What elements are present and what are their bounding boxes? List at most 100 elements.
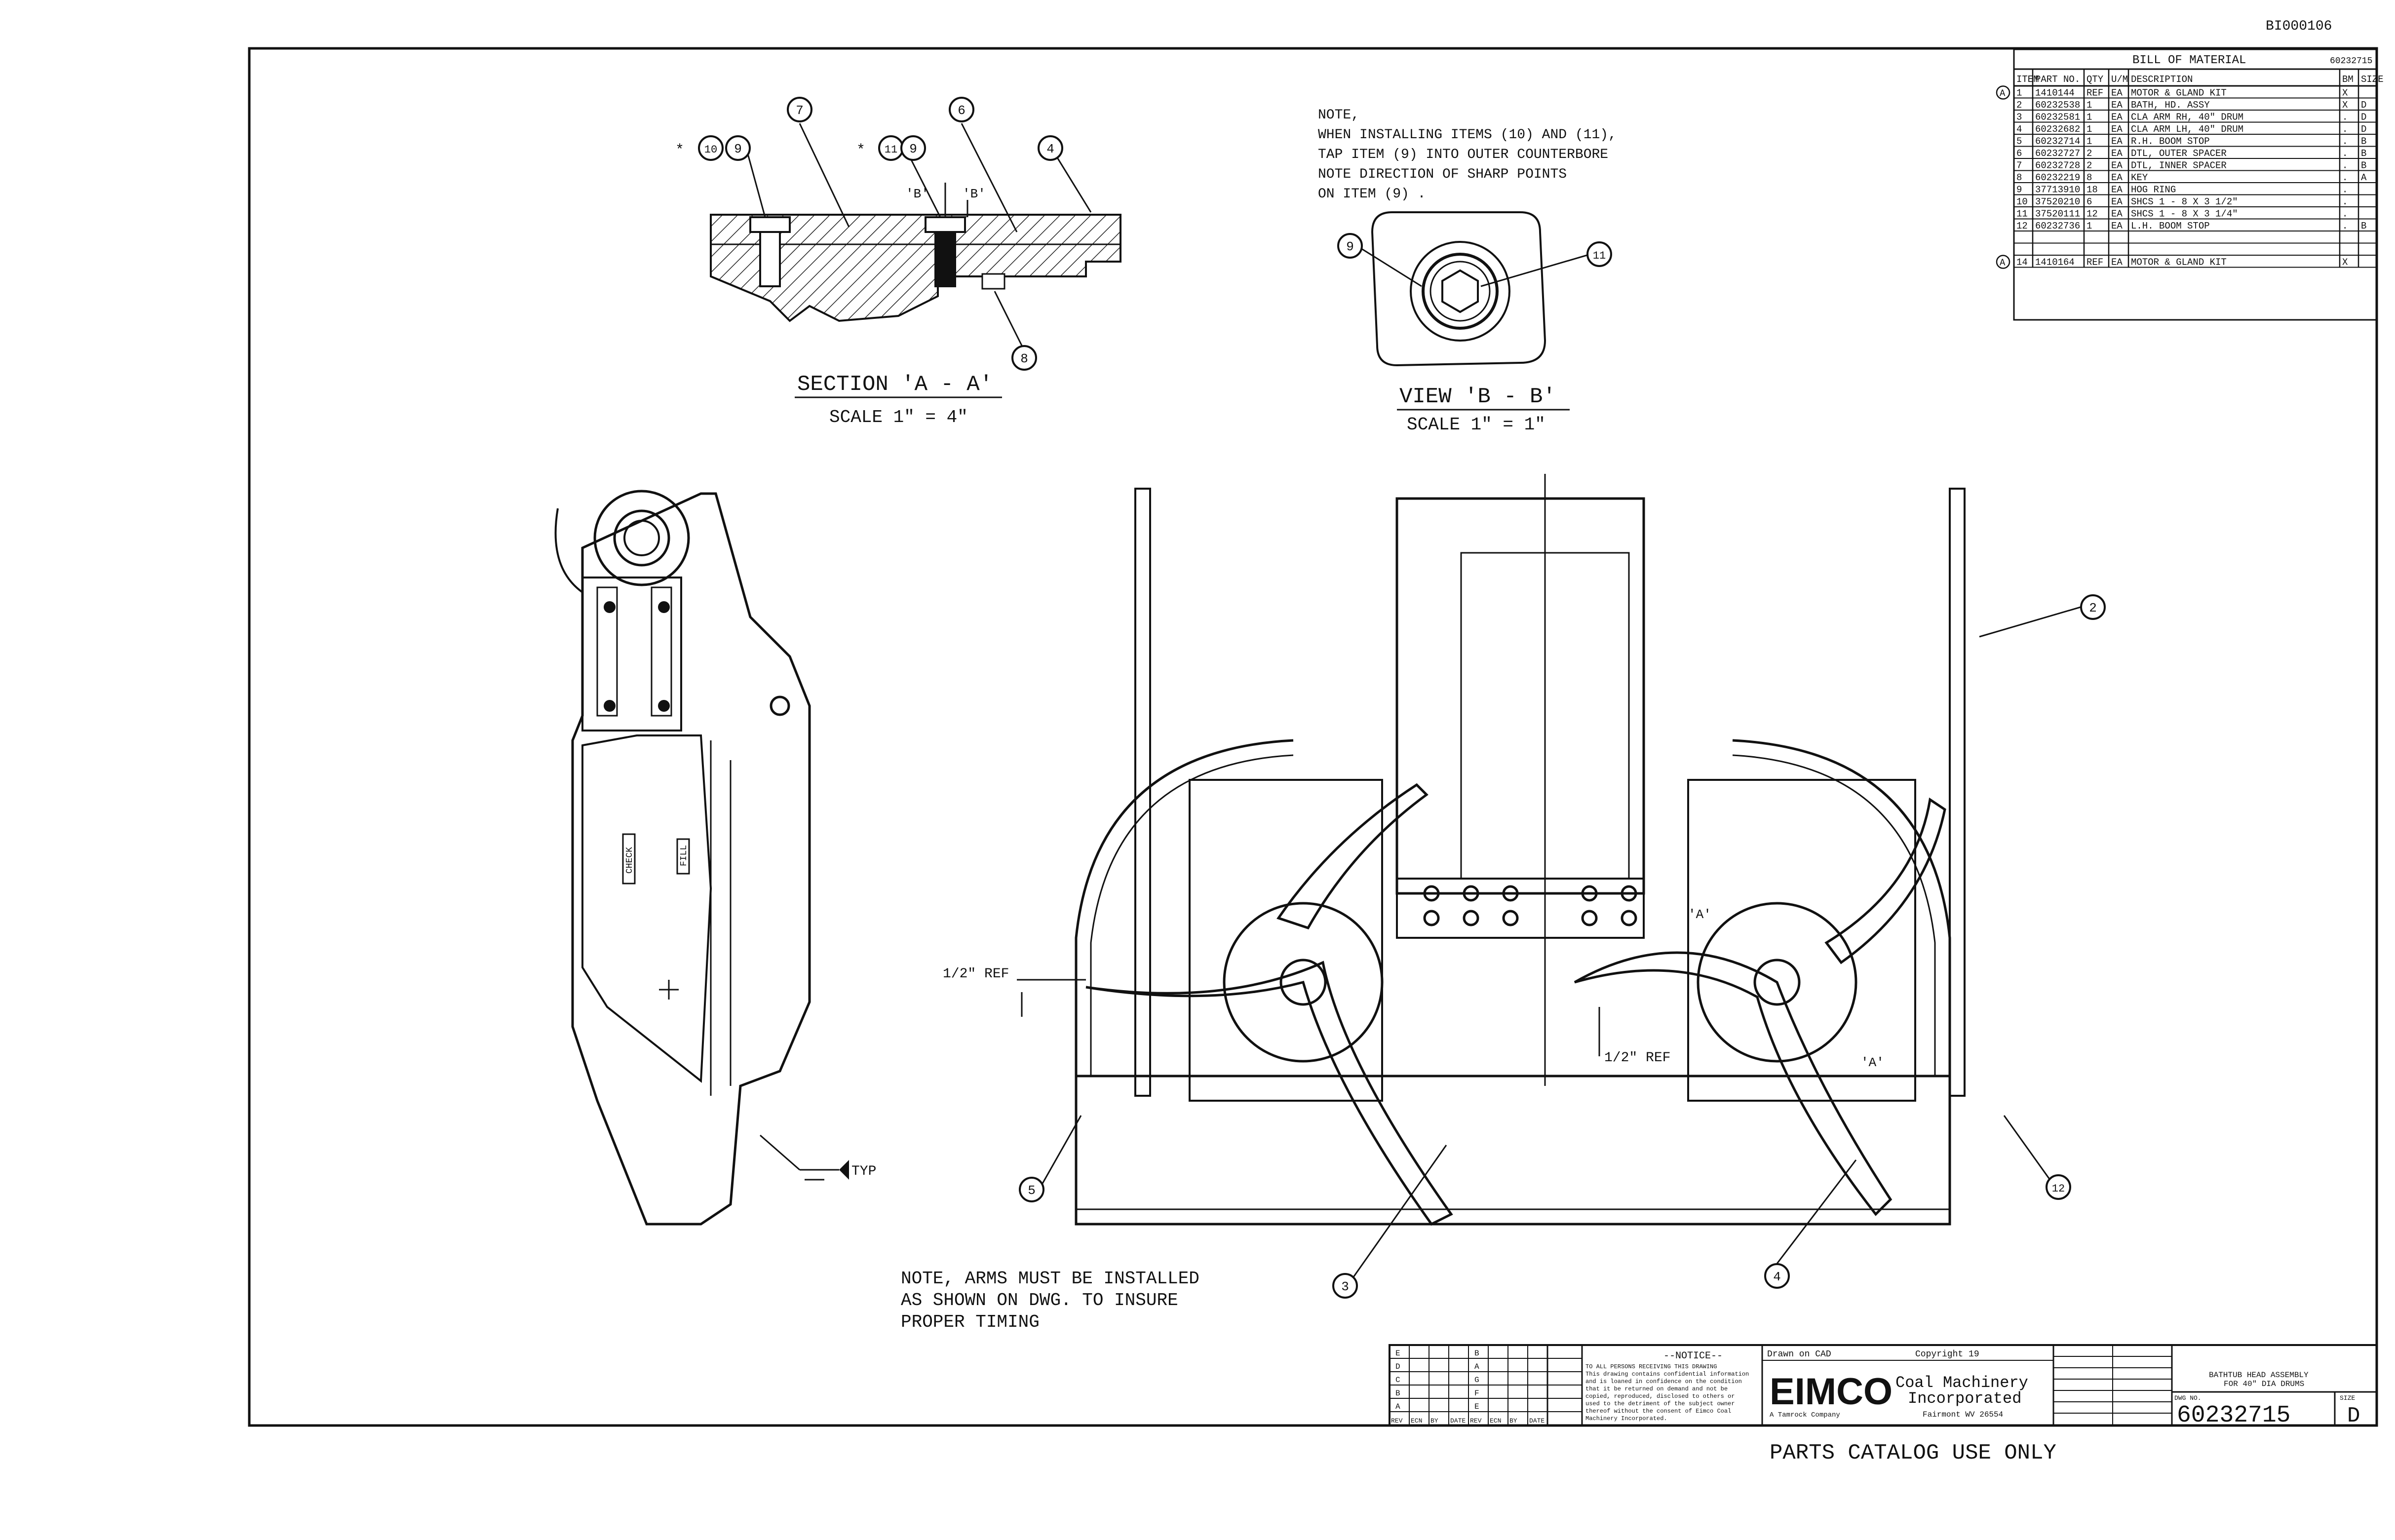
bom-cell-item: 9 xyxy=(2016,185,2022,195)
callout-number: 11 xyxy=(1593,250,1606,262)
callout-number: 9 xyxy=(734,142,742,156)
install-note: NOTE,WHEN INSTALLING ITEMS (10) AND (11)… xyxy=(1318,108,1617,202)
arms-note-line: NOTE, ARMS MUST BE INSTALLED xyxy=(901,1269,1199,1289)
install-note-line: NOTE DIRECTION OF SHARP POINTS xyxy=(1318,167,1567,182)
frame-bolt xyxy=(1581,910,1598,926)
bom-cell-part: 60232219 xyxy=(2035,172,2080,183)
frame-bolt xyxy=(1581,885,1598,902)
front-view-head-assembly: 1/2" REF 1/2" REF 'A' 'A' xyxy=(943,474,2081,1279)
right-motor-plate xyxy=(1687,779,1916,1102)
typ-label: TYP xyxy=(851,1164,876,1179)
left-drum xyxy=(1085,783,1453,1226)
callout-11: 11 xyxy=(1586,241,1612,267)
bom-cell-size: B xyxy=(2361,148,2366,159)
bom-header-cell: PART NO. xyxy=(2035,74,2080,85)
rev-cell: E xyxy=(1474,1402,1479,1411)
arms-note-line: AS SHOWN ON DWG. TO INSURE xyxy=(901,1290,1178,1310)
bom-ecn-number: 60232715 xyxy=(2330,56,2372,66)
bom-cell-part: 60232714 xyxy=(2035,136,2080,147)
bom-cell-size: B xyxy=(2361,221,2366,231)
rev-header-cell: DATE xyxy=(1529,1417,1545,1424)
callout-number: 10 xyxy=(704,144,717,156)
fill-label-box xyxy=(676,838,690,875)
callout-2: 2 xyxy=(2080,594,2106,620)
check-label-box xyxy=(622,833,636,885)
bom-cell-um: EA xyxy=(2111,136,2123,147)
bom-cell-um: EA xyxy=(2111,172,2123,183)
frame-bolt xyxy=(1502,910,1519,926)
drawing-number: 60232715 xyxy=(2177,1402,2290,1429)
star-callout-right: * xyxy=(856,142,865,159)
bom-cell-size: B xyxy=(2361,136,2366,147)
bom-cell-size: D xyxy=(2361,100,2366,111)
bom-cell-desc: KEY xyxy=(2131,172,2148,183)
callout-9: 9 xyxy=(725,135,751,161)
bom-cell-desc: DTL, OUTER SPACER xyxy=(2131,148,2227,159)
callout-7: 7 xyxy=(787,97,812,122)
bom-cell-size: D xyxy=(2361,112,2366,123)
callout-number: 9 xyxy=(909,142,917,156)
callout-number: 7 xyxy=(796,103,804,118)
fill-label: FILL xyxy=(679,845,689,866)
bom-title: BILL OF MATERIAL xyxy=(2132,54,2246,67)
notice-line: that it be returned on demand and not be xyxy=(1585,1386,1728,1392)
bom-cell-part: 60232538 xyxy=(2035,100,2080,111)
notice-line: TO ALL PERSONS RECEIVING THIS DRAWING xyxy=(1585,1363,1717,1370)
company-city: Fairmont WV 26554 xyxy=(1923,1410,2003,1419)
rev-cell: A xyxy=(1474,1362,1479,1371)
bom-cell-desc: MOTOR & GLAND KIT xyxy=(2131,257,2227,268)
bom-cell-qty: REF xyxy=(2086,257,2103,268)
bom-cell-desc: MOTOR & GLAND KIT xyxy=(2131,88,2227,99)
view-b-b-outline xyxy=(1371,211,1546,367)
bom-cell-qty: 1 xyxy=(2086,221,2092,231)
callout-number: 3 xyxy=(1341,1279,1349,1294)
frame-bolt xyxy=(1463,910,1479,926)
drawing-title-line-1: BATHTUB HEAD ASSEMBLY xyxy=(2209,1371,2309,1380)
callout-number: 2 xyxy=(2089,601,2097,616)
bom-cell-item: 4 xyxy=(2016,124,2022,135)
right-drum-arm xyxy=(1574,951,1893,1216)
frame-bolt xyxy=(1423,885,1440,902)
bom-cell-item: 8 xyxy=(2016,172,2022,183)
parts-catalog-footer: PARTS CATALOG USE ONLY xyxy=(1770,1441,2056,1465)
bom-cell-desc: HOG RING xyxy=(2131,185,2176,195)
bom-cell-um: EA xyxy=(2111,112,2123,123)
callout-9: 9 xyxy=(900,135,926,161)
bom-cell-part: 60232581 xyxy=(2035,112,2080,123)
drawing-size: D xyxy=(2347,1404,2360,1428)
bom-cell-item: 3 xyxy=(2016,112,2022,123)
bom-cell-bm: X xyxy=(2342,100,2348,111)
size-label: SIZE xyxy=(2340,1394,2355,1402)
bom-cell-qty: 6 xyxy=(2086,196,2092,207)
notice-line: Machinery Incorporated. xyxy=(1585,1415,1667,1422)
bom-cell-desc: CLA ARM LH, 40" DRUM xyxy=(2131,124,2243,135)
dwg-no-label: DWG NO. xyxy=(2174,1394,2202,1402)
drawn-on-cad: Drawn on CAD xyxy=(1767,1349,1831,1359)
callout-number: 4 xyxy=(1046,142,1054,156)
bom-cell-desc: R.H. BOOM STOP xyxy=(2131,136,2210,147)
left-bath-arc xyxy=(1075,739,1294,1076)
bom-cell-um: EA xyxy=(2111,221,2123,231)
pivot-boss xyxy=(593,490,690,586)
rev-header-cell: ECN xyxy=(1490,1417,1501,1424)
notice-text: TO ALL PERSONS RECEIVING THIS DRAWINGThi… xyxy=(1585,1363,1749,1422)
callout-6: 6 xyxy=(949,97,974,122)
bom-cell-bm: X xyxy=(2342,257,2348,268)
bom-cell-desc: DTL, INNER SPACER xyxy=(2131,160,2227,171)
bom-cell-um: EA xyxy=(2111,209,2123,220)
callout-4: 4 xyxy=(1764,1263,1790,1289)
bom-cell-qty: 1 xyxy=(2086,124,2092,135)
bom-cell-part: 60232682 xyxy=(2035,124,2080,135)
notice-title: --NOTICE-- xyxy=(1663,1350,1723,1362)
install-note-line: NOTE, xyxy=(1318,108,1359,123)
rev-cell: G xyxy=(1474,1376,1479,1385)
